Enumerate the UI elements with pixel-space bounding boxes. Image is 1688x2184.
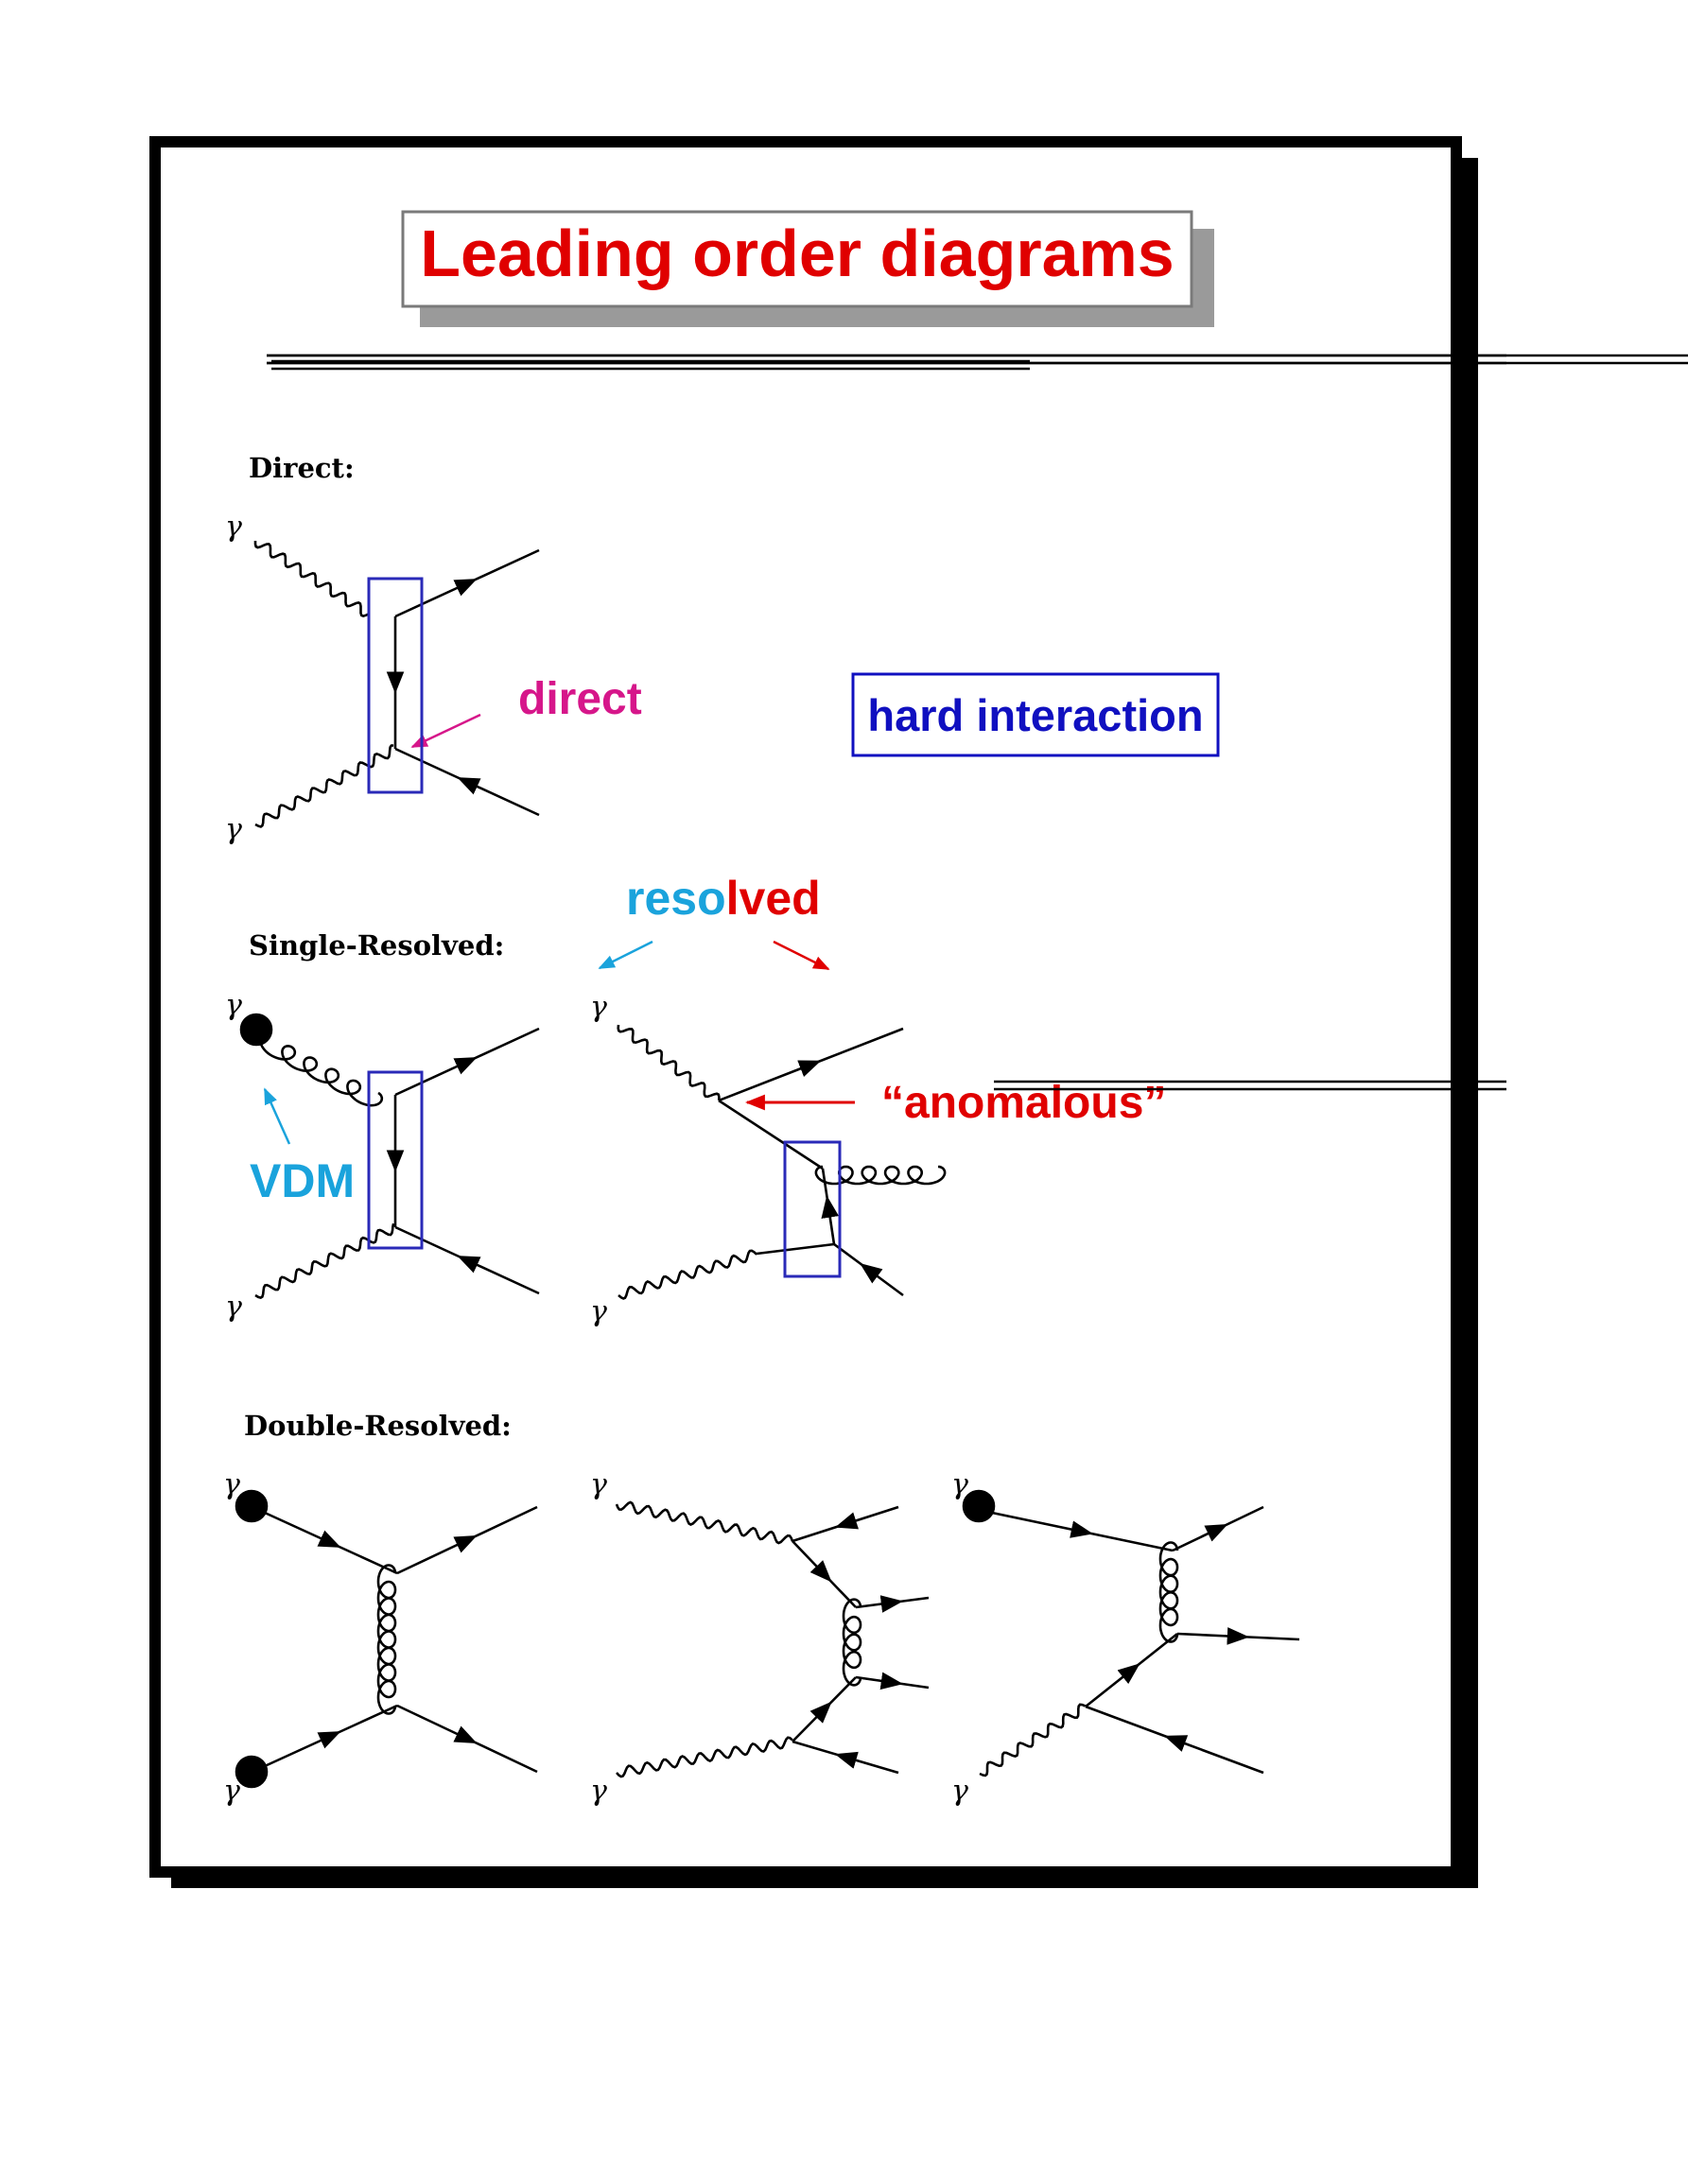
vdm-photon-bottom (254, 1222, 395, 1300)
dr1-quark-in-bottom (264, 1704, 398, 1768)
hard-interaction-label: hard interaction (867, 690, 1203, 740)
dr1-exchange-gluon (376, 1564, 397, 1715)
photon-line-top (253, 541, 371, 617)
anomalous-photon-bottom (618, 1249, 758, 1300)
page-title: Leading order diagrams (420, 217, 1174, 290)
outgoing-quark-top (394, 548, 540, 618)
dr1-quark-out-top (396, 1505, 538, 1575)
photon-symbol: γ (225, 1291, 242, 1324)
section-double-label: Double-Resolved: (244, 1410, 512, 1442)
resolved-arrow-right (773, 940, 830, 971)
dr3-quark-out-top (1172, 1505, 1264, 1552)
photon-symbol: γ (590, 1295, 607, 1328)
dr3-quark-from-photon (1085, 1632, 1178, 1708)
dr3-gluon (1158, 1541, 1179, 1643)
dr3-antiquark-bottom (1085, 1705, 1264, 1775)
dr2-quark-to-vertex-top (792, 1540, 857, 1608)
photon-symbol: γ (223, 1775, 240, 1808)
photon-symbol: γ (951, 1468, 968, 1501)
resolved-label-part2: lved (726, 872, 821, 925)
anomalous-propagator (821, 1168, 839, 1245)
dr2-photon-bottom (616, 1736, 793, 1778)
photon-line-bottom (254, 744, 394, 828)
resolved-arrow-left (598, 940, 653, 970)
vdm-outgoing-quark (394, 1027, 540, 1097)
photon-symbol: γ (951, 1775, 968, 1808)
photon-symbol: γ (590, 991, 607, 1024)
title-box (401, 210, 1193, 308)
anomalous-photon-top (617, 1024, 721, 1101)
hard-interaction-frame (367, 577, 424, 794)
vdm-label: VDM (250, 1154, 355, 1207)
frame (149, 136, 1462, 1878)
photon-symbol: γ (225, 813, 242, 846)
vdm-gluon (259, 1032, 384, 1107)
hard-interaction-frame (783, 1140, 842, 1278)
dr2-outgoing-bottom (855, 1672, 930, 1690)
direct-pointer-arrow (410, 713, 481, 749)
hard-interaction-frame (367, 1070, 424, 1250)
anomalous-photon-bottom-join (756, 1242, 835, 1256)
anomalous-outgoing-antiquark (833, 1242, 904, 1297)
resolved-label: resolved (626, 872, 821, 925)
dr2-outgoing-top (855, 1595, 930, 1613)
feynman-diagrams (235, 354, 1688, 1789)
dr2-gluon (842, 1598, 862, 1687)
double-blob-top (235, 1489, 269, 1523)
dr3-photon-bottom (979, 1703, 1087, 1777)
dr2-antiquark-top (792, 1505, 899, 1543)
photon-labels: γ γ γ γ γ γ γ γ γ γ γ γ (223, 511, 968, 1808)
dr2-antiquark-bottom (792, 1740, 899, 1775)
dr3-quark-out-middle (1176, 1627, 1300, 1645)
photon-symbol: γ (225, 989, 242, 1022)
dr2-photon-top (615, 1500, 794, 1545)
dr3-quark-in (991, 1511, 1174, 1552)
vdm-outgoing-antiquark (394, 1225, 540, 1295)
hard-interaction-box (851, 672, 1220, 757)
photon-symbol: γ (225, 511, 242, 544)
double-blob-bottom (235, 1755, 269, 1789)
dr3-blob (962, 1489, 996, 1523)
section-single-label: Single-Resolved: (249, 929, 504, 962)
anomalous-quark-to-vertex (718, 1099, 824, 1170)
dr1-quark-out-bottom (396, 1704, 538, 1774)
outgoing-antiquark-bottom (394, 747, 540, 817)
photon-symbol: γ (590, 1775, 607, 1808)
photon-symbol: γ (590, 1468, 607, 1501)
section-direct-label: Direct: (249, 452, 355, 484)
resolved-label-part1: reso (626, 872, 726, 925)
dr2-quark-to-vertex-bottom (792, 1676, 857, 1742)
anomalous-emitted-gluon (814, 1165, 947, 1186)
anomalous-label: “anomalous” (881, 1078, 1166, 1128)
direct-annotation: direct (518, 674, 642, 724)
vdm-blob (239, 1013, 273, 1047)
photon-symbol: γ (223, 1468, 240, 1501)
dr1-quark-in-top (264, 1511, 398, 1575)
anomalous-outgoing-quark (718, 1027, 904, 1102)
vdm-arrow (263, 1087, 291, 1145)
